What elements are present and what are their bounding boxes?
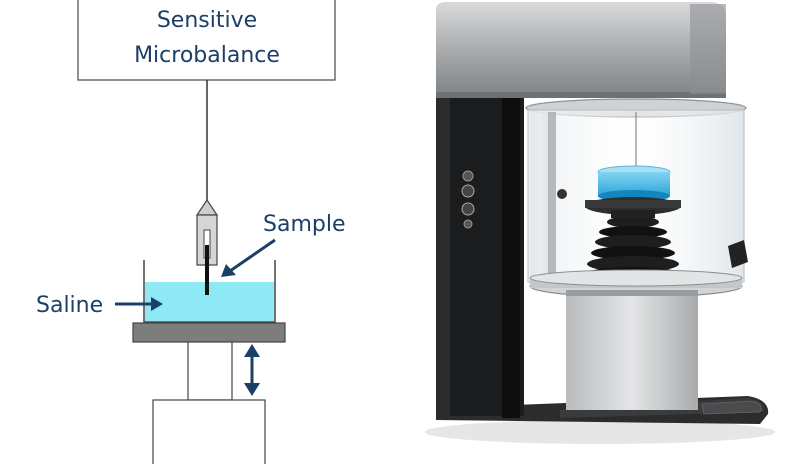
- instrument-photo: [425, 2, 775, 444]
- beaker: [143, 260, 276, 323]
- saline-label: Saline: [36, 293, 103, 318]
- sample-arrow: [221, 238, 276, 277]
- schematic: [77, 0, 336, 464]
- control-pad: [701, 400, 762, 415]
- base-box: [152, 399, 266, 464]
- sample-clip: [195, 198, 219, 216]
- saline-liquid: [145, 282, 274, 321]
- sample-strip: [205, 245, 209, 295]
- balance-label-line2: Microbalance: [134, 43, 280, 68]
- height-adjust-arrow: [244, 344, 260, 396]
- platform: [132, 322, 286, 343]
- tower-connectors: [461, 170, 475, 229]
- blue-beaker: [597, 165, 671, 202]
- balance-label-line1: Sensitive: [157, 8, 257, 33]
- microbalance-box: [77, 0, 336, 81]
- lift-column: [187, 341, 233, 401]
- saline-arrow: [115, 297, 163, 311]
- lift-column-photo: [566, 290, 698, 410]
- instrument-head: [436, 2, 726, 98]
- sample-label: Sample: [263, 212, 346, 237]
